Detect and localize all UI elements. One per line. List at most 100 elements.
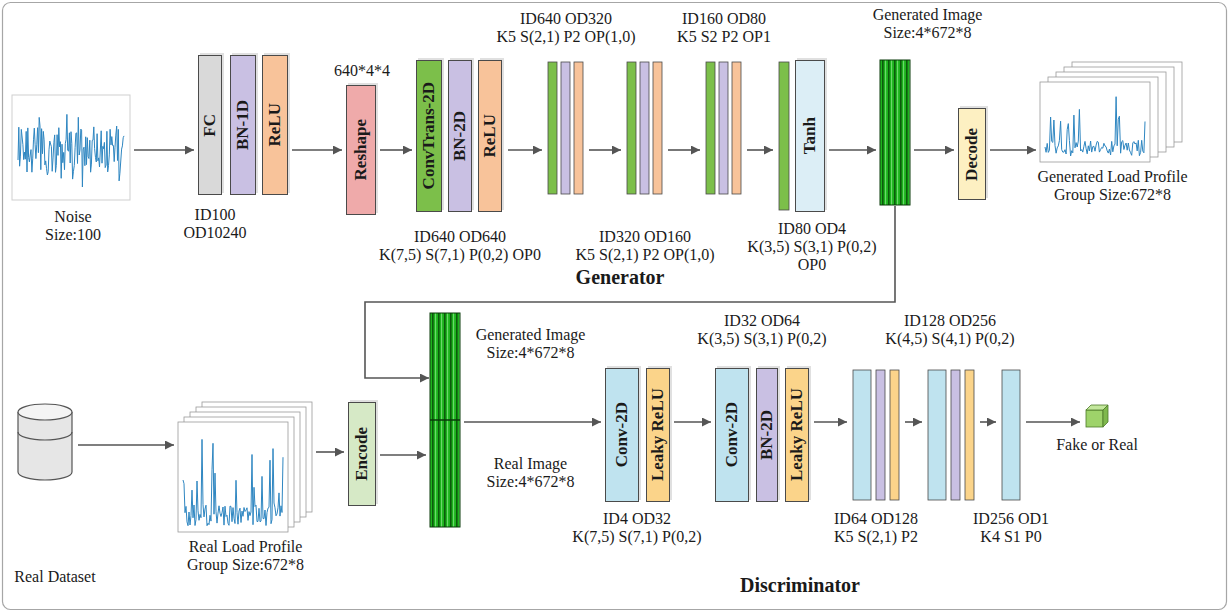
profile-stack [178,62,1182,532]
relu-layer: ReLU [478,60,502,212]
conv-layer [928,370,946,500]
flow-arrow [78,444,174,446]
flow-arrow [980,421,996,423]
layer-parameters: ID128 OD256 [904,312,996,330]
layer-parameters: K5 S(2,1) P2 OP(1,0) [575,246,714,264]
output-cube: Fake or Real [1086,405,1108,429]
conv-layer [1002,370,1020,500]
layer-parameters: ID640 OD320 [520,10,612,28]
layer-name: BN-2D [451,111,470,161]
batchnorm-layer: BN-1D [230,55,256,195]
relu-layer [574,62,583,194]
waveform [1045,97,1145,156]
layer-parameters: ID100 OD10240 [178,206,252,243]
batchnorm-layer [951,370,960,500]
layer-name: ReLU [266,103,285,146]
flow-arrow [814,421,847,423]
conv-layer [627,62,636,194]
layer-name: Conv-2D [723,402,742,467]
conv-layer: Conv-2D [715,368,749,502]
section-title: Discriminator [740,574,860,597]
generated-profile-group: Generated Load Profile Group Size:672*8 [1040,62,1185,162]
section-title: Generator [576,266,665,289]
outer-frame [3,3,1227,610]
flow-arrow [674,421,711,423]
noise-frame [12,95,130,200]
conv-layer [779,62,789,210]
noise-input: Noise Size:100 [12,95,130,200]
batchnorm-layer [640,62,649,194]
layer-name: Encode [353,427,372,481]
leaky-relu-layer: Leaky ReLU [785,368,809,502]
flow-arrow [464,421,601,423]
waveform [183,439,283,525]
layer-parameters: ID4 OD32 [603,510,671,528]
layer-parameters: K5 S(2,1) P2 OP(1,0) [496,28,635,46]
layer-parameters: K(7,5) S(7,1) P(0,2) [572,528,701,546]
leaky-relu-layer: Leaky ReLU [646,368,670,502]
flow-arrow [914,149,954,151]
image-divider [430,419,460,421]
convtrans-layer: ConvTrans-2D [416,60,442,212]
layer-name: ConvTrans-2D [420,82,439,189]
cylinder-top [18,404,72,420]
image-tensor [430,313,460,527]
batchnorm-layer: BN-2D [756,368,778,502]
flow-arrow [365,206,895,378]
decode-block: Decode [958,108,986,200]
relu-layer [732,62,741,194]
generated-image: Generated Image Size:4*672*8 [880,60,910,205]
flow-arrow [829,149,876,151]
real-profile-group: Real Load Profile Group Size:672*8 [178,402,312,532]
conv-layer: Conv-2D [605,368,639,502]
layer-parameters: K(7,5) S(7,1) P(0,2) OP0 [379,246,541,264]
layer-name: Real Image Size:4*672*8 [468,455,593,492]
batchnorm-layer [876,370,885,500]
layer-parameters: K(3,5) S(3,1) P(0,2) [697,330,826,348]
batchnorm-layer [561,62,570,194]
layer-name: Tanh [801,117,820,154]
layer-name: Noise Size:100 [37,208,109,245]
layer-name: Reshape [352,119,371,180]
layer-parameters: K4 S1 P0 [980,528,1041,546]
layer-parameters: K5 S(2,1) P2 [834,528,918,546]
flow-arrow [508,149,542,151]
layer-parameters: ID160 OD80 [682,10,766,28]
layer-name: Generated Image Size:4*672*8 [468,326,593,363]
conv-layer [853,370,871,500]
reshape-layer: Reshape [346,85,376,215]
layer-name: BN-1D [234,100,253,150]
real-dataset: Real Dataset [18,402,74,482]
layer-name: BN-2D [758,410,777,460]
fc-layer: FC [198,55,222,195]
batchnorm-layer [719,62,728,194]
layer-group [548,62,789,210]
layer-name: Fake or Real [1052,436,1142,454]
flow-arrow [380,149,412,151]
conv-layer [548,62,557,194]
layer-name: Conv-2D [613,402,632,467]
layer-parameters: ID32 OD64 [724,312,800,330]
layer-name: Generated Image Size:4*672*8 [865,6,990,43]
output-cube [1086,405,1108,427]
layer-name: Real Dataset [5,568,105,586]
profile-frame [1040,82,1150,162]
leaky-relu-layer [890,370,899,500]
flow-arrow [905,421,922,423]
layer-parameters: OP0 [798,256,826,274]
layer-name: Leaky ReLU [649,388,668,481]
relu-layer: ReLU [262,55,288,195]
relu-layer [653,62,662,194]
layer-parameters: ID320 OD160 [599,228,691,246]
flow-arrow [292,149,342,151]
layer-parameters: ID64 OD128 [834,510,918,528]
layer-parameters: 640*4*4 [334,62,390,80]
profile-frame [178,422,288,532]
layer-name: FC [201,114,220,137]
layer-parameters: K(4,5) S(4,1) P(0,2) [885,330,1014,348]
flow-arrow [380,454,426,456]
cylinder-body [18,412,72,480]
layer-parameters: ID640 OD640 [414,228,506,246]
